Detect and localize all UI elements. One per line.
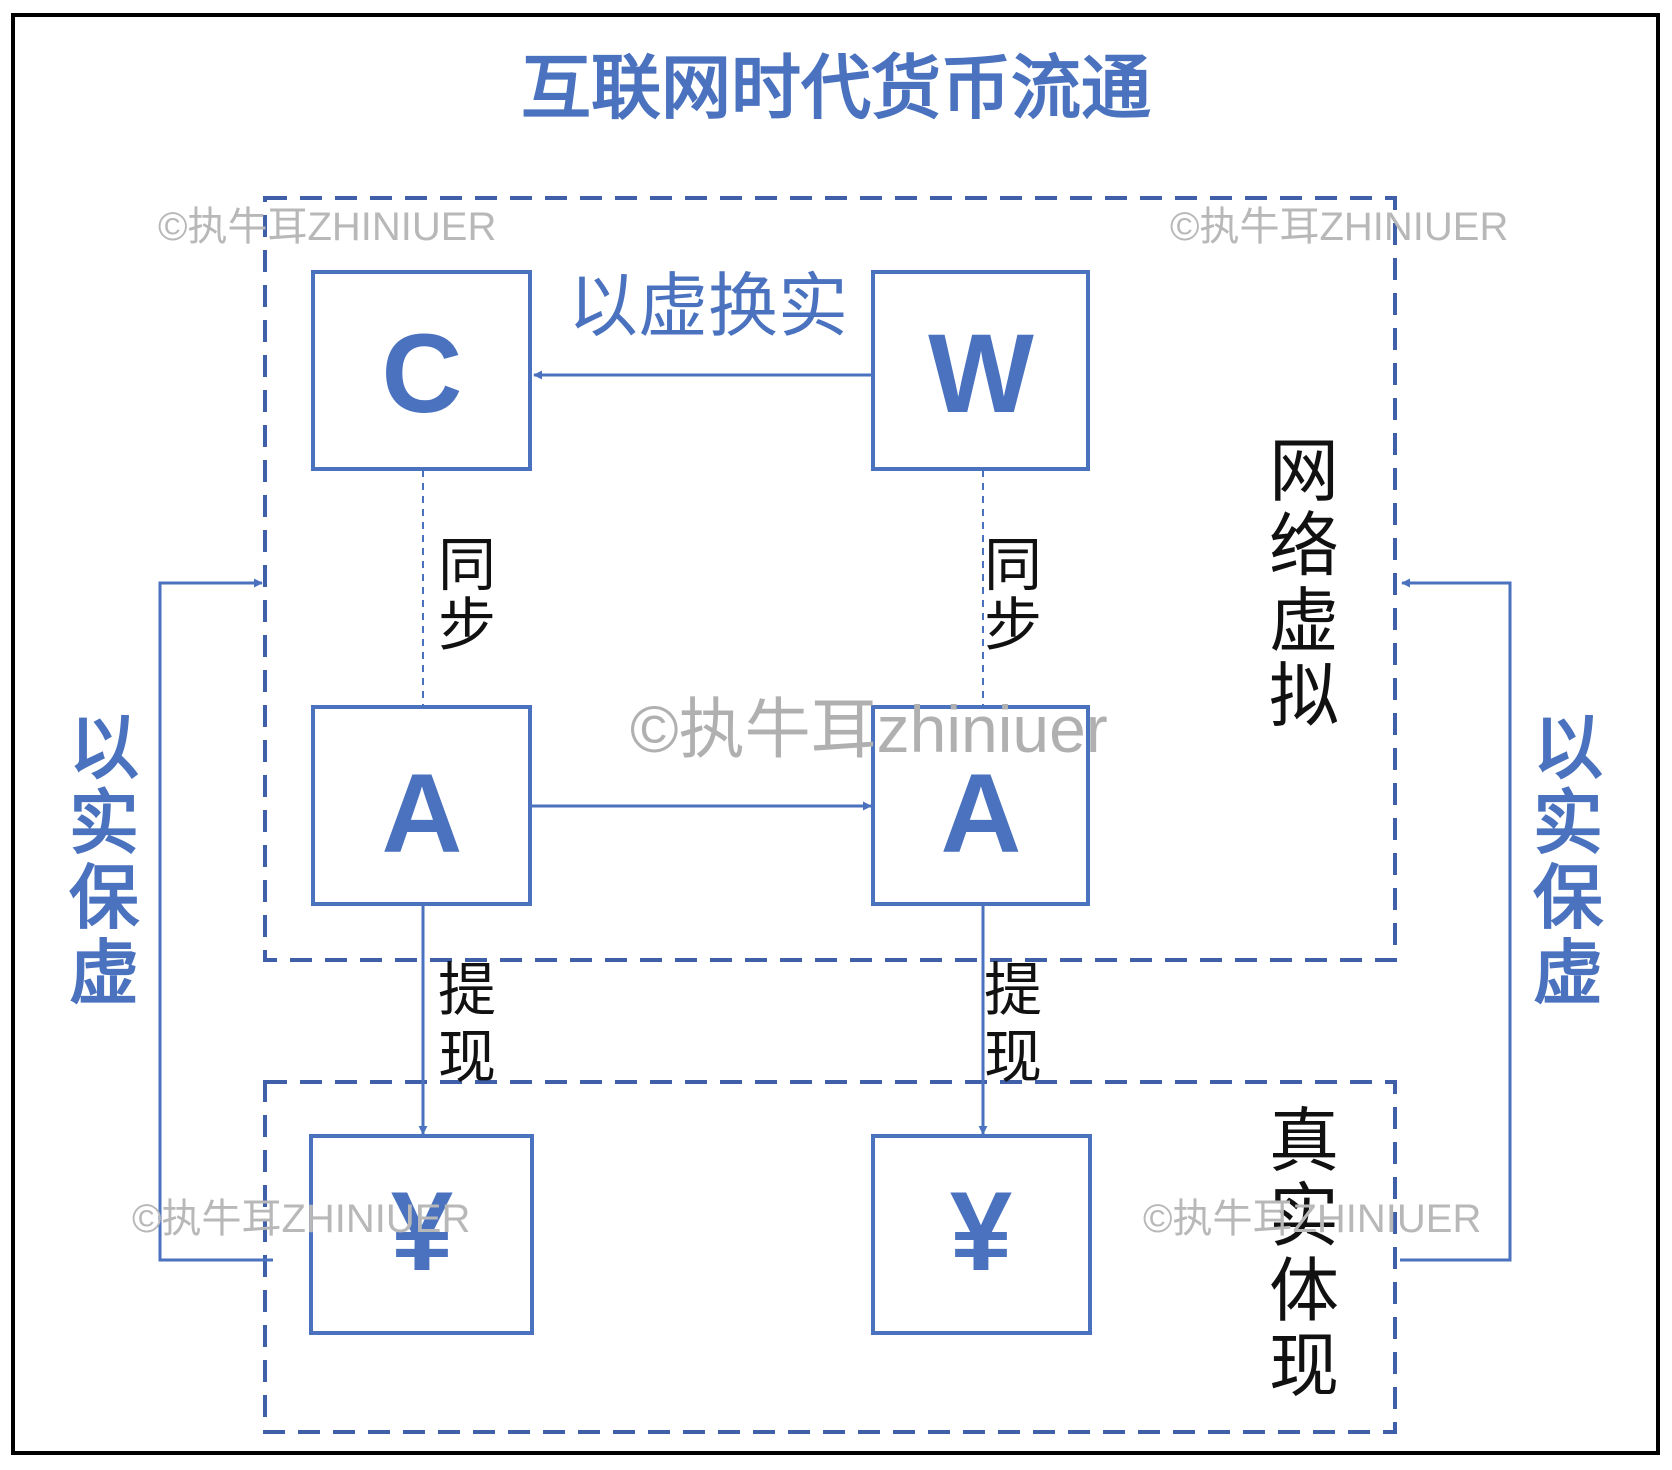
withdraw-right-char-2: 现 bbox=[984, 1023, 1042, 1091]
watermark-top-right: ©执牛耳ZHINIUER bbox=[1170, 205, 1508, 249]
box-yuan-right-label: ¥ bbox=[950, 1169, 1012, 1294]
watermark-bottom-left: ©执牛耳ZHINIUER bbox=[132, 1197, 470, 1241]
left-back-char-2: 实 bbox=[69, 782, 139, 864]
right-back-char-1: 以 bbox=[1533, 707, 1603, 789]
watermark-center: ©执牛耳zhiniuer bbox=[630, 692, 1108, 766]
real-embody-region bbox=[263, 1080, 1397, 1434]
left-back-char-3: 保 bbox=[69, 857, 140, 939]
right-back-char-4: 虚 bbox=[1533, 932, 1603, 1014]
withdraw-left-char-1: 提 bbox=[438, 956, 496, 1024]
left-feedback-path bbox=[158, 578, 273, 1262]
watermark-top-left: ©执牛耳ZHINIUER bbox=[158, 205, 496, 249]
real-embody-char-4: 现 bbox=[1269, 1325, 1339, 1407]
box-a-left-label: A bbox=[382, 751, 463, 876]
box-c-label: C bbox=[382, 311, 463, 436]
left-back-char-4: 虚 bbox=[69, 932, 139, 1014]
withdraw-right-char-1: 提 bbox=[984, 956, 1042, 1024]
network-virtual-char-1: 网 bbox=[1269, 430, 1339, 512]
sync-left-char-2: 步 bbox=[438, 591, 496, 659]
box-yuan-right bbox=[871, 1134, 1092, 1335]
network-virtual-char-4: 拟 bbox=[1269, 655, 1339, 737]
outer-frame bbox=[11, 13, 1660, 1455]
network-virtual-char-3: 虚 bbox=[1269, 580, 1339, 662]
real-embody-char-3: 体 bbox=[1269, 1250, 1339, 1332]
box-a-left bbox=[311, 705, 532, 906]
left-back-char-1: 以 bbox=[69, 707, 139, 789]
real-embody-char-2: 实 bbox=[1269, 1175, 1339, 1257]
box-c bbox=[311, 270, 532, 471]
watermark-bottom-right: ©执牛耳ZHINIUER bbox=[1143, 1197, 1481, 1241]
network-virtual-region bbox=[263, 196, 1397, 962]
right-feedback-path bbox=[1400, 578, 1512, 1262]
sync-left-char-1: 同 bbox=[438, 531, 496, 599]
sync-right-char-1: 同 bbox=[984, 531, 1042, 599]
box-yuan-left bbox=[309, 1134, 534, 1335]
network-virtual-char-2: 络 bbox=[1269, 505, 1339, 587]
right-back-char-2: 实 bbox=[1533, 782, 1603, 864]
right-back-char-3: 保 bbox=[1533, 857, 1604, 939]
box-w bbox=[871, 270, 1090, 471]
diagram-title: 互联网时代货币流通 bbox=[521, 47, 1151, 129]
withdraw-left-char-2: 现 bbox=[438, 1023, 496, 1091]
real-embody-char-1: 真 bbox=[1269, 1100, 1339, 1182]
box-a-right-label: A bbox=[941, 751, 1022, 876]
sync-right-char-2: 步 bbox=[984, 591, 1042, 659]
box-a-right bbox=[871, 705, 1090, 906]
virtual-for-real-label: 以虚换实 bbox=[568, 265, 848, 347]
box-yuan-left-label: ¥ bbox=[391, 1169, 453, 1294]
box-w-label: W bbox=[928, 311, 1034, 436]
